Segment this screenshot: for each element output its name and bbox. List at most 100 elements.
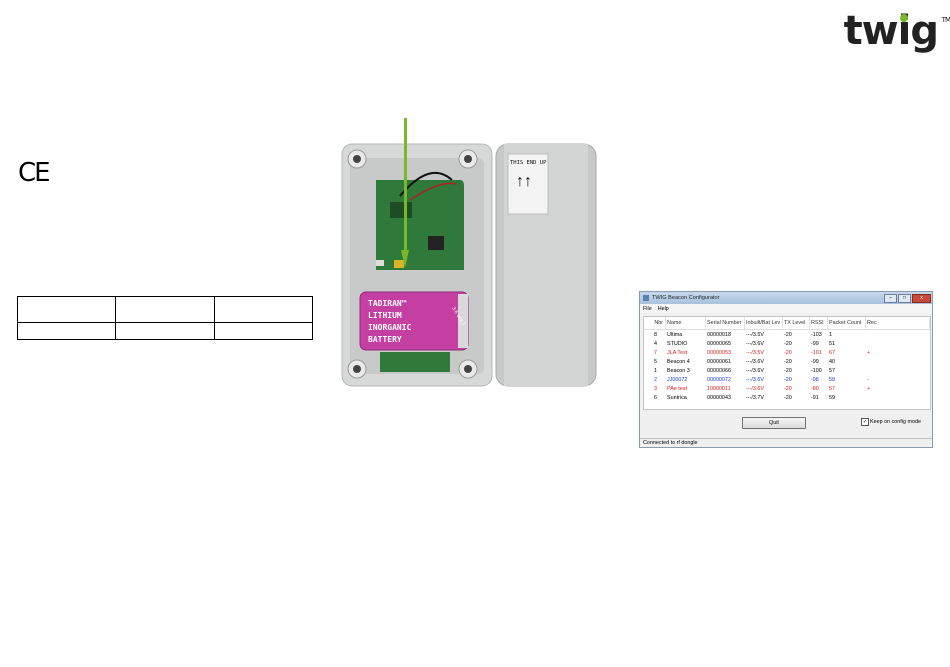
title-bar: TWIG Beacon Configurator – □ x [640, 292, 932, 304]
table-cell: 57 [829, 367, 835, 374]
table-cell: 67 [829, 349, 835, 356]
app-icon [643, 295, 649, 301]
table-cell: -20 [784, 358, 792, 365]
column-header[interactable]: Nbr [644, 317, 666, 329]
table-cell: -20 [784, 367, 792, 374]
column-header[interactable]: Name [666, 317, 706, 329]
lid-sticker [507, 153, 549, 215]
table-cell: -80 [811, 385, 819, 392]
table-cell: -99 [811, 358, 819, 365]
table-cell: 00000043 [707, 394, 731, 401]
logo-text-start: tw [843, 8, 899, 54]
table-cell: - [867, 376, 869, 383]
table-cell: ---/3.6V [746, 340, 764, 347]
table-cell: Beacon 3 [667, 367, 690, 374]
table-cell: ---/3.7V [746, 394, 764, 401]
column-header-row: Nbr Name Serial Number Inbuilt/Bat Lev T… [644, 317, 930, 330]
status-bar: Connected to rf dongle [640, 438, 932, 447]
table-row [16, 322, 314, 340]
column-header[interactable]: Inbuilt/Bat Lev [745, 317, 783, 329]
table-cell [16, 322, 117, 340]
table-cell: -91 [811, 394, 819, 401]
menu-file[interactable]: File [643, 305, 652, 312]
table-cell: + [867, 385, 871, 392]
table-cell [213, 296, 314, 323]
table-cell: 00000072 [707, 376, 731, 383]
window-title: TWIG Beacon Configurator [652, 295, 720, 301]
keep-config-label: Keep on config mode [870, 419, 921, 425]
table-row [16, 296, 314, 323]
table-cell: -20 [784, 331, 792, 338]
table-cell: JJ00072 [667, 376, 688, 383]
table-cell: ---/3.6V [746, 385, 764, 392]
column-header[interactable]: Rec [866, 317, 930, 329]
table-cell: 1 [829, 331, 832, 338]
table-row[interactable]: 5 Beacon 4 00000061 ---/3.6V -20 -99 40 [644, 357, 930, 366]
table-cell: ---/3.6V [746, 358, 764, 365]
column-header[interactable]: Packet Count [828, 317, 866, 329]
battery-label: TADIRAN™ [368, 299, 407, 308]
table-cell: -100 [811, 367, 822, 374]
battery-label: BATTERY [368, 335, 402, 344]
logo-letter-i: i [897, 8, 912, 54]
table-cell: 57 [829, 385, 835, 392]
table-cell [115, 322, 215, 340]
device-photo: TADIRAN™ LITHIUM INORGANIC BATTERY 3.6 V… [341, 143, 597, 387]
minimize-button[interactable]: – [884, 293, 897, 303]
table-cell: 10000011 [707, 385, 731, 392]
battery-label: LITHIUM [368, 311, 402, 320]
logo-dot-icon [900, 14, 908, 22]
battery-label: INORGANIC [368, 323, 412, 332]
table-cell: -20 [784, 340, 792, 347]
table-row[interactable]: 6 Suntrica 00000043 ---/3.7V -20 -91 59 [644, 393, 930, 402]
table-cell: ---/3.6V [746, 367, 764, 374]
table-cell: 40 [829, 358, 835, 365]
table-cell: 00000065 [707, 340, 731, 347]
table-cell: -103 [811, 331, 822, 338]
beacon-list[interactable]: Nbr Name Serial Number Inbuilt/Bat Lev T… [643, 316, 931, 410]
column-header[interactable]: RSSI [810, 317, 828, 329]
table-cell: STUDIO [667, 340, 688, 347]
beacon-configurator-window: TWIG Beacon Configurator – □ x File Help… [639, 291, 933, 448]
spec-table [16, 296, 314, 340]
table-cell [213, 322, 314, 340]
table-cell: JLA Test [667, 349, 688, 356]
table-cell: -20 [784, 376, 792, 383]
quit-button[interactable]: Quit [742, 417, 806, 429]
table-cell: 00000061 [707, 358, 731, 365]
table-cell: 00000066 [707, 367, 731, 374]
table-cell: 5 [654, 358, 657, 365]
table-cell: -20 [784, 394, 792, 401]
close-button[interactable]: x [912, 293, 931, 303]
keep-config-toggle[interactable]: ✓ Keep on config mode [861, 418, 921, 426]
maximize-button[interactable]: □ [898, 293, 911, 303]
table-cell: 59 [829, 394, 835, 401]
table-cell: 00000053 [707, 349, 731, 356]
table-cell: Suntrica [667, 394, 687, 401]
keep-config-checkbox[interactable]: ✓ [861, 418, 869, 426]
menu-bar: File Help [640, 304, 932, 313]
column-header[interactable]: Serial Number [706, 317, 745, 329]
column-header[interactable]: TX Level [783, 317, 810, 329]
menu-help[interactable]: Help [657, 305, 669, 312]
table-cell: ---/3.6V [746, 376, 764, 383]
table-cell [16, 296, 117, 323]
table-cell: Beacon 4 [667, 358, 690, 365]
table-cell: -20 [784, 385, 792, 392]
lid-label: THIS END UP [510, 160, 547, 166]
table-cell: 8 [654, 331, 657, 338]
table-cell: -99 [811, 340, 819, 347]
table-cell: Ultima [667, 331, 683, 338]
table-cell: 6 [654, 394, 657, 401]
table-cell: 4 [654, 340, 657, 347]
table-cell: ---/3.5V [746, 331, 764, 338]
table-cell: 58 [829, 376, 835, 383]
green-arrow-icon [401, 118, 409, 268]
